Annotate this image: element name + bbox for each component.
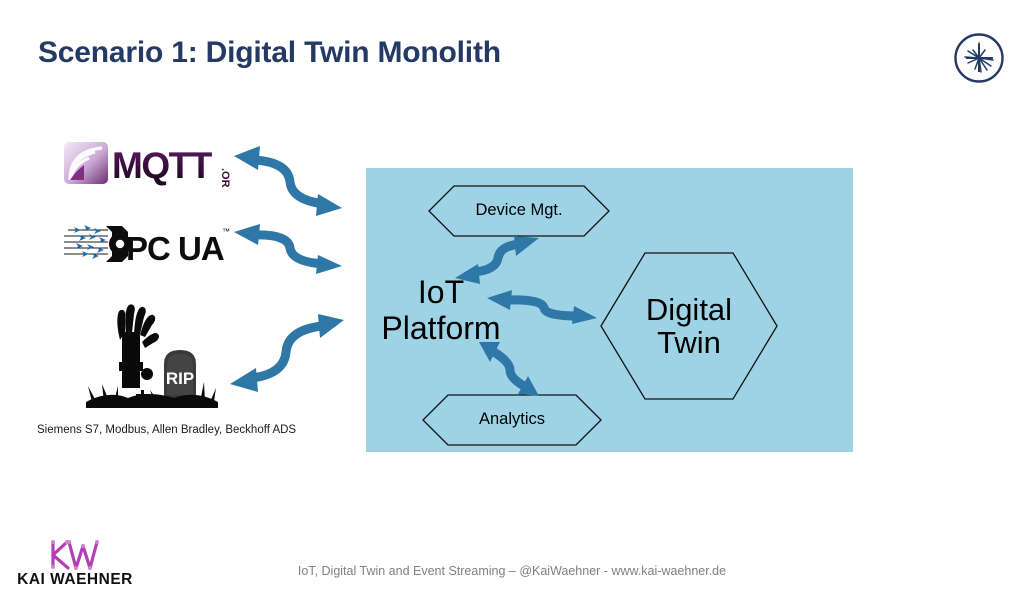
- mqtt-logo: MQTT .ORG: [62, 138, 231, 196]
- node-digital-twin[interactable]: Digital Twin: [600, 252, 778, 400]
- node-device-mgt[interactable]: Device Mgt.: [428, 185, 610, 237]
- svg-text:.ORG: .ORG: [219, 168, 230, 188]
- kai-waehner-logo: KAI WAEHNER: [13, 534, 137, 588]
- node-iot-platform: IoT Platform: [366, 272, 516, 350]
- page-title: Scenario 1: Digital Twin Monolith: [38, 36, 501, 69]
- arrow-iot-to-analytics: [478, 340, 540, 398]
- node-digital-twin-label: Digital Twin: [645, 291, 733, 360]
- arrow-iot-to-digital-twin: [486, 290, 598, 324]
- connector-arrow-mqtt: [232, 142, 344, 220]
- node-analytics[interactable]: Analytics: [422, 394, 602, 446]
- opcua-logo: PC UA ™: [62, 218, 230, 270]
- legacy-protocols-graphic: RIP: [78, 302, 224, 410]
- node-iot-platform-label: IoT Platform: [381, 274, 501, 346]
- iot-platform-panel: Device Mgt. Analytics Digital Twin IoT P…: [366, 168, 853, 452]
- svg-text:RIP: RIP: [166, 369, 194, 388]
- svg-text:KAI WAEHNER: KAI WAEHNER: [17, 571, 133, 585]
- connector-arrow-opcua: [232, 222, 344, 274]
- svg-text:PC UA: PC UA: [126, 230, 224, 267]
- footer-text: IoT, Digital Twin and Event Streaming – …: [297, 564, 727, 578]
- arrow-iot-to-device-mgt: [454, 236, 540, 284]
- protocols-caption: Siemens S7, Modbus, Allen Bradley, Beckh…: [37, 424, 297, 436]
- svg-text:MQTT: MQTT: [112, 145, 213, 186]
- node-analytics-label: Analytics: [478, 410, 546, 429]
- node-device-mgt-label: Device Mgt.: [475, 201, 563, 220]
- confluent-starburst-icon: [953, 32, 1005, 84]
- connector-arrow-legacy: [226, 308, 346, 396]
- svg-text:™: ™: [222, 227, 230, 236]
